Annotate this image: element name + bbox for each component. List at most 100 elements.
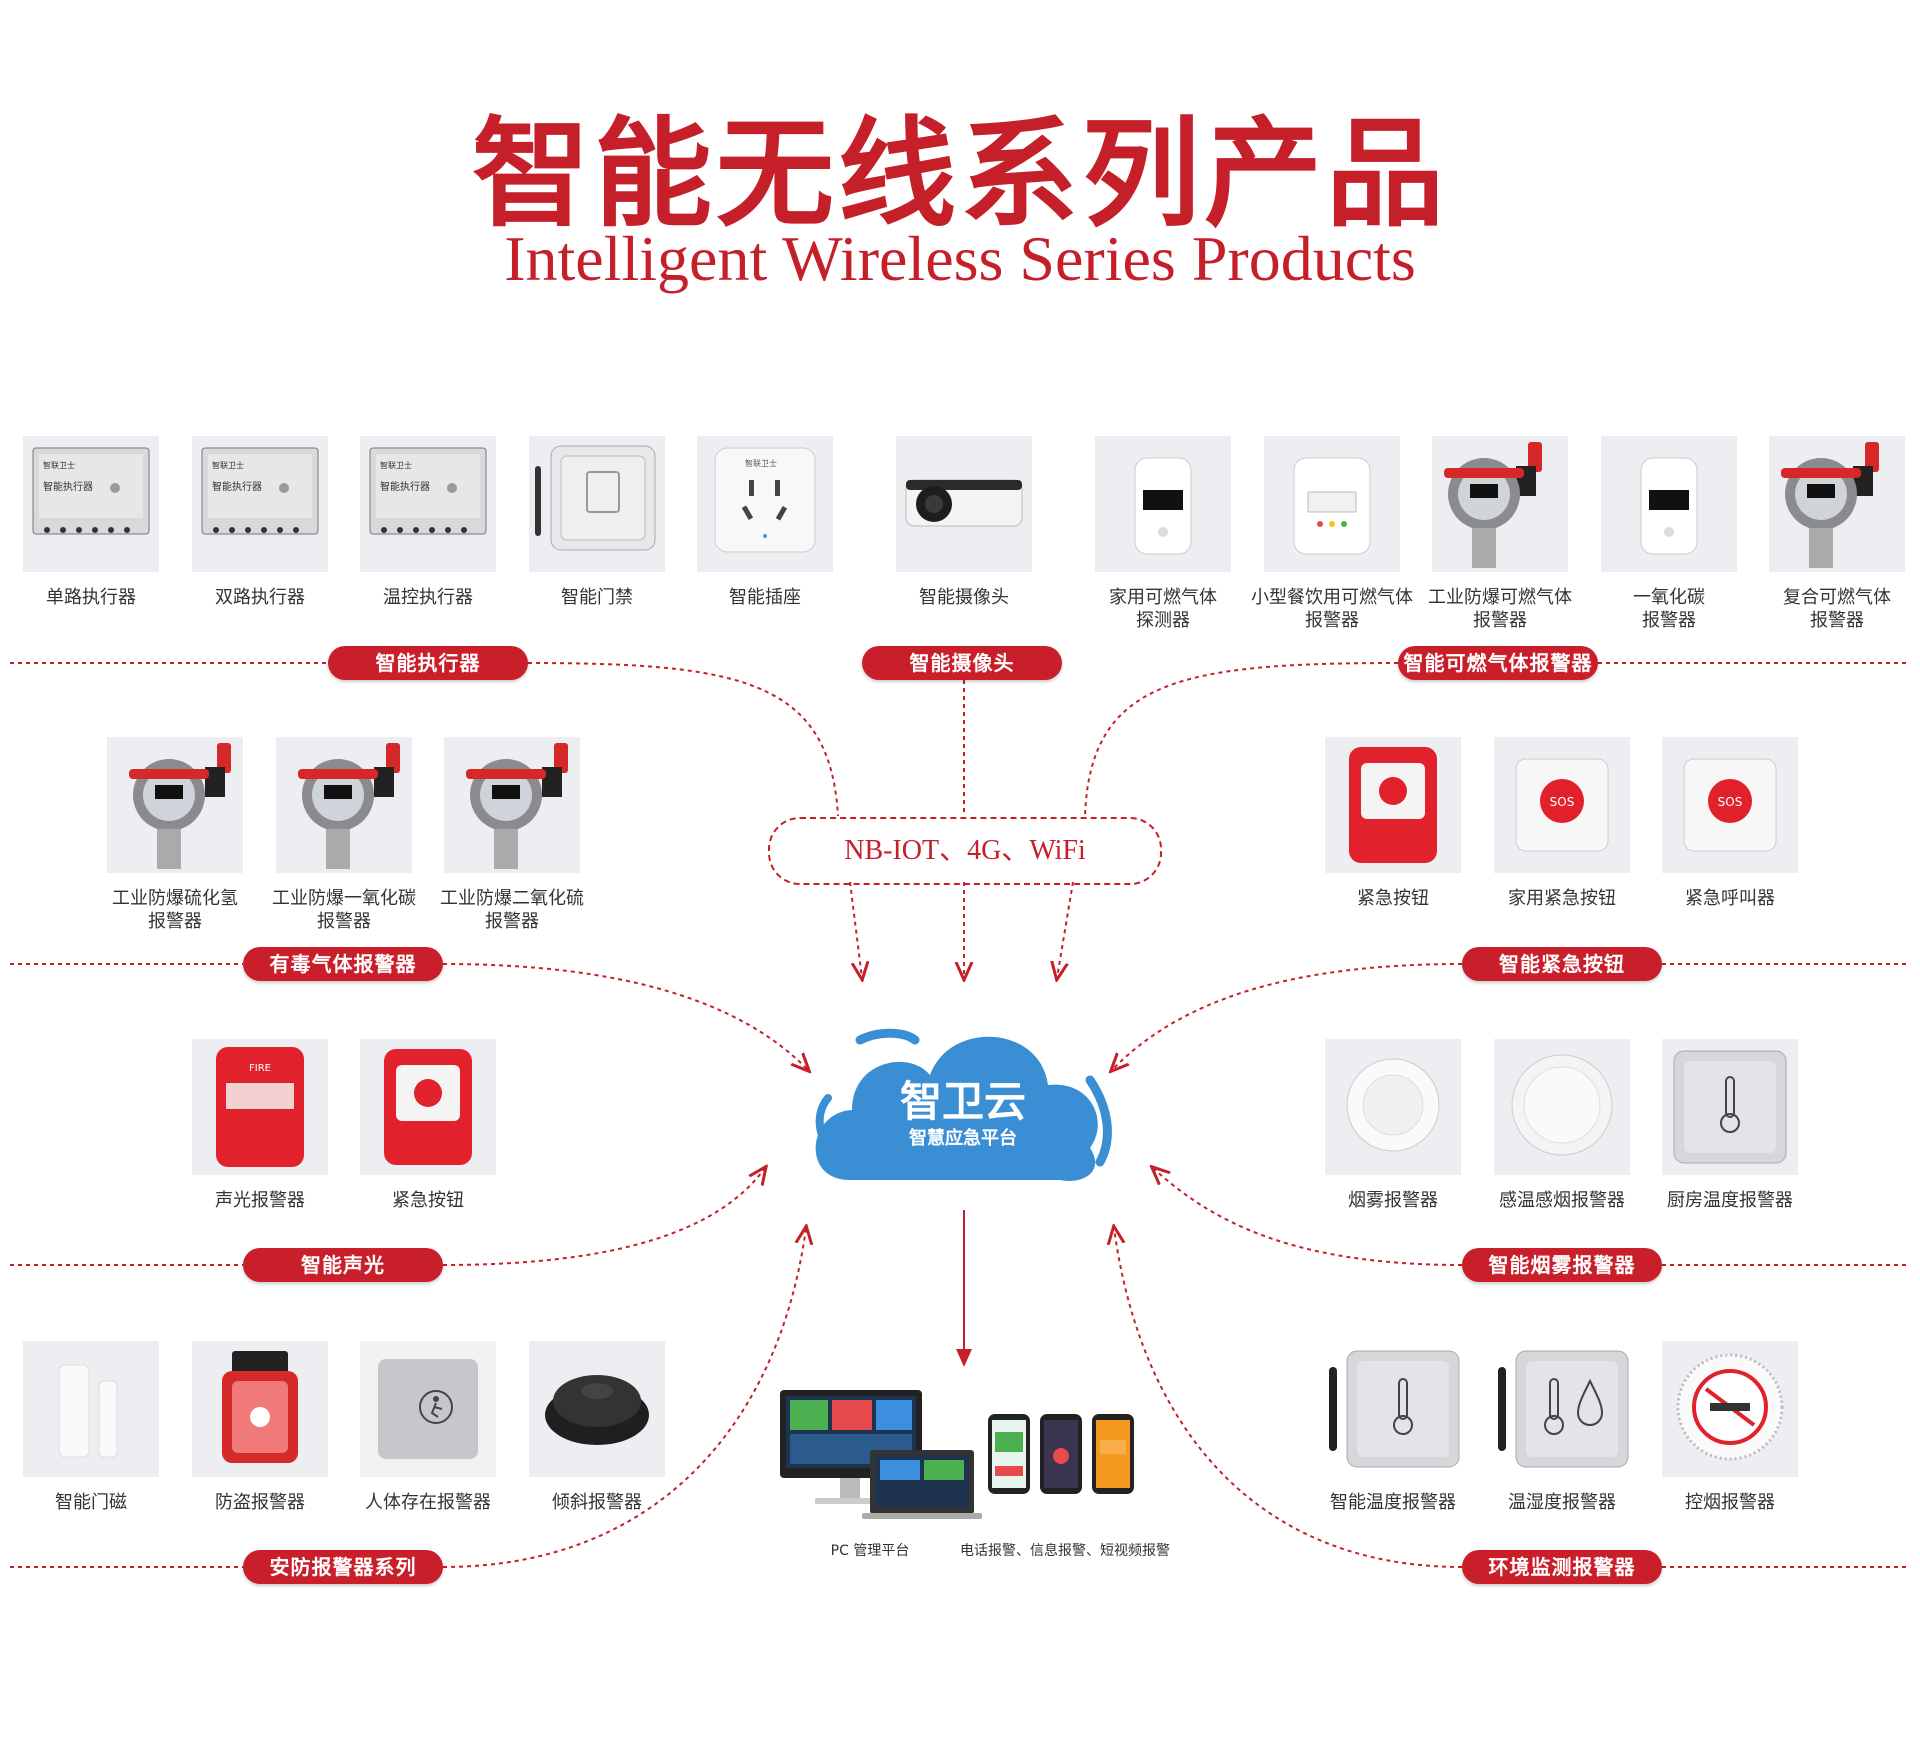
product-home-gas-detector: 家用可燃气体 探测器: [1095, 436, 1231, 632]
product-door-access: 智能门禁: [529, 436, 665, 609]
fire-strobe-icon: FIRE: [216, 1047, 304, 1167]
group-emergency-label: 智能紧急按钮: [1462, 947, 1662, 981]
pc-platform-illustration: [780, 1390, 982, 1519]
product-presence-sensor: 人体存在报警器: [360, 1341, 496, 1514]
net-arrow-right: [1057, 881, 1074, 978]
smoke-connector: [1153, 1168, 1463, 1266]
industrial-detector-icon: [298, 743, 400, 869]
product-label: 智能摄像头: [919, 587, 1009, 608]
product-label: 智能门禁: [561, 587, 633, 608]
siren-strobe-icon: [222, 1351, 298, 1463]
product-so2-detector: 工业防爆二氧化硫 报警器: [440, 737, 584, 933]
pc-caption: PC 管理平台: [830, 1543, 910, 1559]
product-label: 烟雾报警器: [1348, 1190, 1438, 1211]
product-label: 防盗报警器: [215, 1492, 305, 1513]
product-label: 小型餐饮用可燃气体 报警器: [1251, 587, 1413, 631]
product-home-sos-button: SOS 家用紧急按钮: [1494, 737, 1630, 910]
product-door-magnet: 智能门磁: [23, 1341, 159, 1514]
product-label: 温控执行器: [383, 587, 473, 608]
product-restaurant-gas-detector: 小型餐饮用可燃气体 报警器: [1251, 436, 1413, 632]
emergency-connector: [1112, 963, 1463, 1070]
product-co-detector: 一氧化碳 报警器: [1601, 436, 1737, 632]
phone-caption: 电话报警、信息报警、短视频报警: [960, 1543, 1170, 1559]
industrial-detector-icon: [129, 743, 231, 869]
phone-alert-illustration: [988, 1414, 1134, 1494]
svg-text:智能执行器: 智能执行器: [380, 480, 430, 493]
smoke-detector-icon: [1346, 1058, 1440, 1152]
environment-connector: [1114, 1228, 1463, 1568]
no-smoking-sensor-icon: [1676, 1353, 1784, 1461]
group-camera-label: 智能摄像头: [862, 646, 1062, 680]
product-tilt-alarm: 倾斜报警器: [529, 1341, 665, 1514]
product-smoking-control-alarm: 控烟报警器: [1662, 1341, 1798, 1514]
product-label: 温湿度报警器: [1508, 1492, 1616, 1513]
group-combustible-label: 智能可燃气体报警器: [1398, 646, 1598, 680]
actuator-connector: [527, 662, 839, 817]
network-protocols: NB-IOT、4G、WiFi: [768, 817, 1162, 885]
page-title: 智能无线系列产品: [471, 104, 1448, 243]
svg-text:FIRE: FIRE: [249, 1063, 271, 1074]
industrial-detector-icon: [1781, 442, 1879, 568]
product-label: 家用可燃气体 探测器: [1109, 587, 1217, 631]
group-security-label: 安防报警器系列: [243, 1550, 443, 1584]
thermometer-panel-icon: [1329, 1350, 1460, 1468]
product-label: 人体存在报警器: [365, 1492, 491, 1513]
white-gas-detector-icon: [1293, 457, 1371, 555]
product-h2s-detector: 工业防爆硫化氢 报警器: [107, 737, 243, 933]
cloud-title: 智卫云: [899, 1077, 1026, 1126]
product-label: 家用紧急按钮: [1508, 888, 1616, 909]
tilt-puck-icon: [545, 1375, 649, 1445]
product-label: 复合可燃气体 报警器: [1783, 587, 1891, 631]
white-gas-detector-icon: [1134, 457, 1192, 555]
svg-text:智联卫士: 智联卫士: [212, 460, 244, 470]
svg-text:智联卫士: 智联卫士: [43, 460, 75, 470]
product-smart-temp-alarm: 智能温度报警器: [1325, 1341, 1461, 1514]
product-single-actuator: 智联卫士智能执行器 单路执行器: [23, 436, 159, 609]
product-heat-smoke-detector: 感温感烟报警器: [1494, 1039, 1630, 1212]
white-gas-detector-icon: [1640, 457, 1698, 555]
product-label: 厨房温度报警器: [1667, 1190, 1793, 1211]
product-emergency-caller: SOS 紧急呼叫器: [1662, 737, 1798, 910]
group-toxic-label: 有毒气体报警器: [243, 947, 443, 981]
group-smoke-label: 智能烟雾报警器: [1462, 1248, 1662, 1282]
product-label: 智能插座: [729, 587, 801, 608]
product-smoke-detector: 烟雾报警器: [1325, 1039, 1461, 1212]
product-label: 倾斜报警器: [552, 1492, 642, 1513]
product-label: 紧急按钮: [1357, 888, 1429, 909]
soundlight-connector: [442, 1168, 765, 1266]
sos-button-icon: SOS: [1515, 758, 1609, 852]
door-controller-icon: [535, 445, 656, 551]
product-temp-humidity-alarm: 温湿度报警器: [1494, 1341, 1630, 1514]
product-smart-socket: 智联卫士 智能插座: [697, 436, 833, 609]
industrial-detector-icon: [1444, 442, 1542, 568]
red-emergency-button-icon: [1349, 747, 1437, 863]
product-dual-actuator: 智联卫士智能执行器 双路执行器: [192, 436, 328, 609]
product-kitchen-temp-detector: 厨房温度报警器: [1662, 1039, 1798, 1212]
product-label: 工业防爆二氧化硫 报警器: [440, 888, 584, 932]
svg-text:智能执行器: 智能执行器: [212, 480, 262, 493]
svg-text:智联卫士: 智联卫士: [745, 458, 777, 468]
thermometer-panel-icon: [1673, 1050, 1787, 1164]
product-temp-actuator: 智联卫士智能执行器 温控执行器: [360, 436, 496, 609]
bullet-camera-icon: [905, 479, 1023, 527]
humidity-panel-icon: [1498, 1350, 1629, 1468]
product-label: 工业防爆一氧化碳 报警器: [272, 888, 416, 932]
product-label: 控烟报警器: [1685, 1492, 1775, 1513]
group-soundlight-label: 智能声光: [243, 1248, 443, 1282]
toxic-connector: [442, 963, 808, 1070]
smoke-detector-icon: [1511, 1054, 1613, 1156]
product-composite-gas-detector: 复合可燃气体 报警器: [1769, 436, 1905, 632]
product-camera: 智能摄像头: [896, 436, 1032, 609]
sos-button-icon: SOS: [1683, 758, 1777, 852]
group-actuator-label: 智能执行器: [328, 646, 528, 680]
product-industrial-gas-detector: 工业防爆可燃气体 报警器: [1428, 436, 1572, 632]
svg-text:智联卫士: 智联卫士: [380, 460, 412, 470]
product-industrial-co-detector: 工业防爆一氧化碳 报警器: [272, 737, 416, 933]
product-label: 紧急按钮: [392, 1190, 464, 1211]
presence-sensor-icon: [378, 1359, 478, 1459]
door-magnet-icon: [58, 1364, 118, 1458]
